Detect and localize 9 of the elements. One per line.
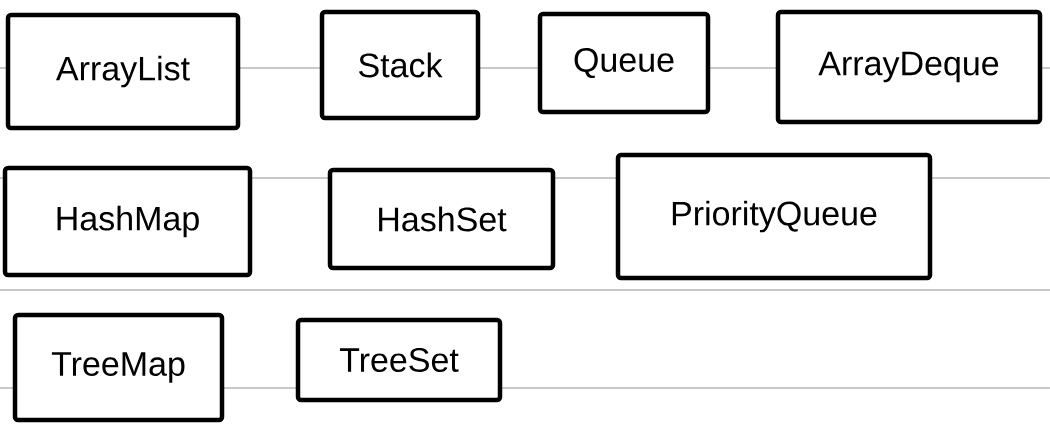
label-box: HashSet	[327, 167, 556, 271]
label-box: ArrayList	[5, 12, 241, 131]
label-box: TreeSet	[295, 317, 503, 403]
label-box: TreeMap	[12, 312, 225, 423]
label-box: ArrayDeque	[775, 9, 1043, 125]
label-box: Stack	[319, 9, 481, 121]
label-box: PriorityQueue	[615, 152, 933, 281]
label-box: Queue	[537, 11, 711, 115]
label-box: HashMap	[2, 165, 253, 278]
